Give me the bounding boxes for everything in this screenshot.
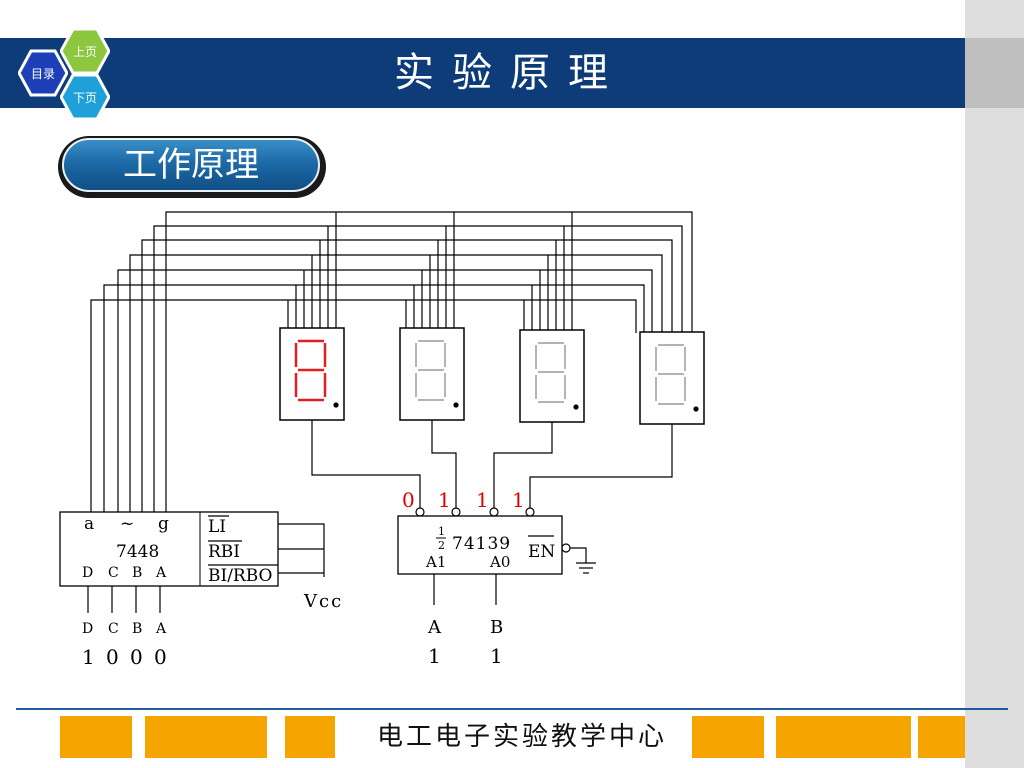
decoder-ext-input-c: C [108, 621, 119, 637]
decoder-ext-input-d: D [82, 621, 93, 637]
decoder-output-tilde: ~ [120, 514, 134, 534]
decoder-pin-overbars [208, 515, 278, 566]
next-page-label: 下页 [72, 90, 97, 105]
seven-segment-display-2 [399, 327, 465, 421]
decoder-output-a: a [84, 514, 94, 534]
selector-input-b-value: 1 [490, 644, 503, 668]
vcc-wires [278, 523, 325, 577]
hex-cyan-icon [59, 73, 111, 121]
footer-block-4 [692, 716, 764, 758]
selector-input-wires [433, 574, 497, 605]
footer-organization: 电工电子实验教学中心 [376, 722, 667, 752]
footer-block-3 [285, 716, 335, 758]
decoder-input-d: D [82, 565, 93, 581]
decoder-value-d: 1 [82, 645, 95, 669]
selector-a0-label: A0 [489, 553, 510, 571]
hex-blue-icon [17, 49, 69, 97]
common-wires [311, 420, 673, 508]
prev-page-label: 上页 [72, 44, 97, 59]
decoder-value-a: 0 [154, 645, 167, 669]
decoder-ext-input-a: A [155, 621, 167, 637]
decoder-output-g: g [158, 514, 169, 534]
section-badge [62, 138, 320, 192]
hex-green-icon [59, 27, 111, 75]
decoder-value-c: 0 [106, 645, 119, 669]
selector-chip-74139 [397, 515, 563, 575]
footer-block-6 [918, 716, 965, 758]
circuit-diagram: 0 1 1 1 1 2 74139 EN A1 A0 A B 1 1 a ~ g… [36, 205, 712, 675]
header-bar [0, 38, 965, 108]
footer-divider [16, 708, 1008, 710]
segment-bus-wires [90, 211, 693, 512]
section-badge-label: 工作原理 [123, 145, 259, 185]
selector-fraction-num: 1 [438, 525, 445, 538]
selector-output-2: 1 [476, 488, 489, 512]
decoder-input-a: A [155, 565, 167, 581]
decoder-chip-label: 7448 [116, 542, 159, 562]
footer-block-1 [60, 716, 132, 758]
vcc-label: Vcc [303, 591, 343, 612]
decoder-pin-rbi: RBI [208, 542, 240, 562]
selector-chip-label: 74139 [452, 534, 511, 554]
ground-symbol [561, 543, 596, 574]
prev-page-button[interactable]: 上页 [59, 26, 111, 76]
inverter-bubbles [415, 507, 535, 517]
toc-button[interactable]: 目录 [17, 48, 69, 98]
seven-segment-display-1 [279, 327, 345, 421]
decoder-input-b: B [132, 565, 142, 581]
toc-label: 目录 [30, 66, 55, 81]
decoder-chip-7448 [59, 511, 279, 587]
selector-input-b-label: B [490, 617, 503, 638]
footer-block-2 [145, 716, 267, 758]
decoder-input-c: C [108, 565, 119, 581]
selector-output-0: 0 [402, 488, 415, 512]
circuit-background [36, 205, 712, 675]
decoder-value-b: 0 [130, 645, 143, 669]
next-page-button[interactable]: 下页 [59, 72, 111, 122]
page-title: 实验原理 [394, 50, 626, 96]
selector-output-3: 1 [512, 488, 525, 512]
decoder-pin-li: LI [208, 517, 226, 537]
footer-block-5 [776, 716, 911, 758]
selector-a1-label: A1 [425, 553, 446, 571]
right-strip-tab [965, 38, 1024, 108]
selector-input-a-label: A [427, 617, 442, 638]
selector-output-1: 1 [438, 488, 451, 512]
decoder-pin-bi-rbo: BI/RBO [208, 566, 272, 586]
right-side-strip [965, 0, 1024, 768]
seven-segment-display-3 [519, 329, 585, 423]
decoder-input-wires [87, 586, 161, 613]
selector-fraction-den: 2 [438, 539, 445, 552]
selector-input-a-value: 1 [428, 644, 441, 668]
seven-segment-display-4 [639, 331, 705, 425]
decoder-ext-input-b: B [132, 621, 142, 637]
selector-enable-label: EN [528, 542, 555, 562]
